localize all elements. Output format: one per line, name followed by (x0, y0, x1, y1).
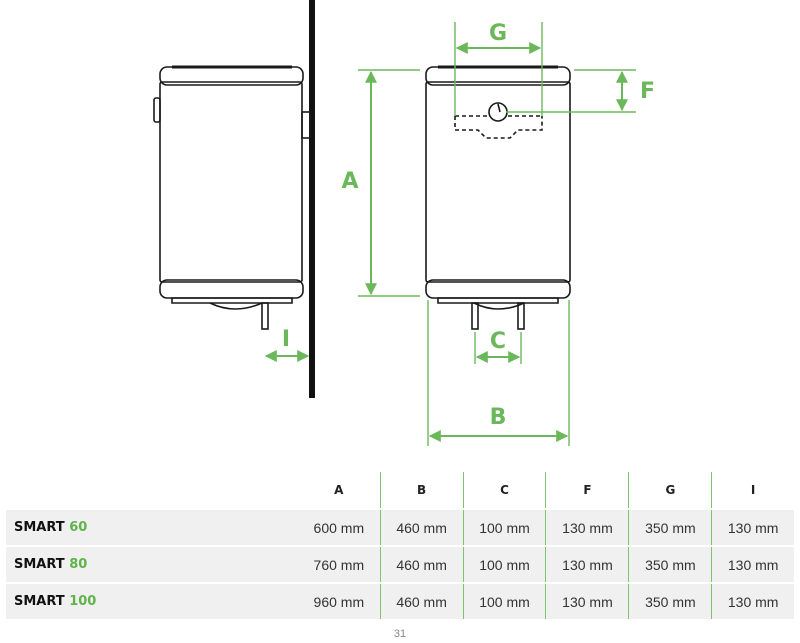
dimension-i: I (264, 327, 310, 362)
model-name: SMART (14, 557, 65, 572)
cell-c: 100 mm (462, 582, 546, 619)
cell-a: 600 mm (298, 508, 381, 546)
dimension-b: B (427, 300, 570, 446)
dimension-c: C (474, 329, 522, 364)
table-header-c: C (462, 472, 546, 509)
table-header-model (6, 472, 298, 509)
dimension-a: A (341, 69, 420, 297)
cell-i: 130 mm (711, 582, 794, 619)
table-row: SMART 60 600 mm 460 mm 100 mm 130 mm 350… (6, 508, 794, 546)
model-capacity: 60 (69, 520, 88, 535)
cell-a: 760 mm (298, 545, 381, 583)
dim-label-g: G (489, 21, 507, 46)
cell-b: 460 mm (379, 508, 464, 546)
model-cell: SMART 60 (6, 508, 298, 546)
model-capacity: 80 (69, 557, 88, 572)
table-header-row: A B C F G I (6, 472, 794, 509)
dim-label-a: A (341, 169, 358, 194)
cell-b: 460 mm (379, 545, 464, 583)
dim-label-f: F (640, 79, 655, 104)
table-row: SMART 80 760 mm 460 mm 100 mm 130 mm 350… (6, 545, 794, 583)
model-cell: SMART 80 (6, 545, 298, 583)
cell-c: 100 mm (462, 545, 546, 583)
dimension-diagram: I A G F (153, 0, 655, 446)
cell-g: 350 mm (628, 545, 712, 583)
model-cell: SMART 100 (6, 582, 298, 619)
front-view-heater (425, 65, 571, 330)
cell-c: 100 mm (462, 508, 546, 546)
table-header-f: F (545, 472, 629, 509)
table-header-b: B (379, 472, 464, 509)
cell-g: 350 mm (628, 582, 712, 619)
table-header-i: I (711, 472, 794, 509)
cell-b: 460 mm (379, 582, 464, 619)
dim-label-c: C (490, 329, 506, 354)
table-row: SMART 100 960 mm 460 mm 100 mm 130 mm 35… (6, 582, 794, 619)
cell-a: 960 mm (298, 582, 381, 619)
cell-f: 130 mm (545, 545, 629, 583)
dimensions-table: A B C F G I SMART 60 600 mm 460 mm 100 m… (6, 472, 794, 619)
cell-f: 130 mm (545, 508, 629, 546)
cell-g: 350 mm (628, 508, 712, 546)
model-name: SMART (14, 594, 65, 609)
dimension-g: G (454, 21, 543, 116)
dim-label-i: I (282, 327, 290, 352)
cell-i: 130 mm (711, 508, 794, 546)
model-name: SMART (14, 520, 65, 535)
table-header-g: G (628, 472, 712, 509)
dimension-f: F (506, 69, 655, 113)
page-number: 31 (393, 628, 407, 640)
side-view-heater (153, 0, 315, 398)
cell-i: 130 mm (711, 545, 794, 583)
cell-f: 130 mm (545, 582, 629, 619)
model-capacity: 100 (69, 594, 97, 609)
dim-label-b: B (490, 405, 507, 430)
table-header-a: A (334, 483, 344, 497)
